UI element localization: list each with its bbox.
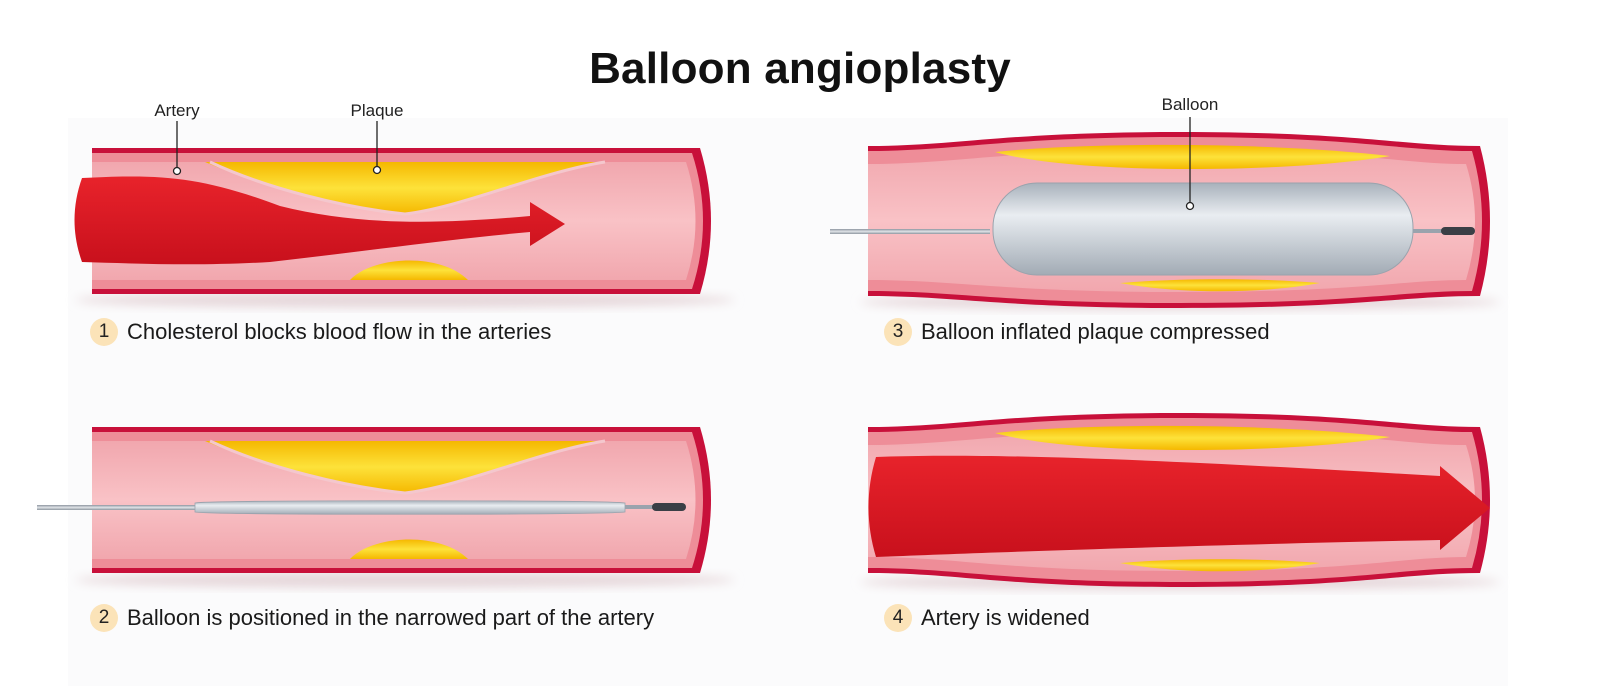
balloon-pointer [1185, 201, 1195, 211]
panel-2-plaque-bottom [350, 539, 468, 559]
panel-1-plaque-edge [209, 160, 606, 216]
balloon-label: Balloon [1162, 95, 1219, 114]
step-1: 1 Cholesterol blocks blood flow in the a… [90, 318, 551, 346]
artery-label: Artery [154, 101, 200, 120]
step-3-caption: Balloon inflated plaque compressed [921, 319, 1270, 344]
panel-2-artery [37, 427, 735, 588]
step-1-badge: 1 [90, 318, 118, 346]
panel-2-plaque-top [205, 441, 605, 493]
panel-2-catheter [37, 505, 197, 510]
step-4-badge: 4 [884, 604, 912, 632]
panel-2-catheter-tip [652, 503, 686, 511]
panel-2-artery-lumen [92, 441, 696, 559]
panel-3-catheter [830, 229, 990, 234]
panel-2-guidewire [625, 505, 655, 509]
panel-1-plaque-bottom [350, 260, 468, 280]
step-3-badge: 3 [884, 318, 912, 346]
panel-4-plaque-bottom [1120, 559, 1320, 572]
panel-4-blood-flow-arrow [868, 455, 1490, 557]
panel-4-plaque-top [995, 425, 1390, 450]
panel-1-blood-flow-arrow [74, 176, 565, 265]
panel-1-plaque-top [205, 162, 605, 214]
panel-3-catheter-tip [1441, 227, 1475, 235]
panel-3-artery: Balloon [830, 95, 1500, 310]
panel-2-shadow [75, 572, 735, 588]
panel-4-artery [860, 413, 1500, 590]
panel-2-deflated-balloon [194, 500, 626, 515]
step-4: 4 Artery is widened [884, 604, 1090, 632]
step-2: 2 Balloon is positioned in the narrowed … [90, 604, 654, 632]
step-1-caption: Cholesterol blocks blood flow in the art… [127, 319, 552, 344]
panel-3-plaque-bottom [1120, 279, 1320, 292]
plaque-pointer [372, 165, 382, 175]
panel-3-inflated-balloon [992, 182, 1414, 276]
panel-3-plaque-top [995, 144, 1390, 169]
panel-2-plaque-edge [209, 439, 606, 495]
plaque-label: Plaque [351, 101, 404, 120]
diagram-title: Balloon angioplasty [589, 44, 1011, 93]
step-4-caption: Artery is widened [921, 605, 1090, 630]
artery-pointer [172, 166, 182, 176]
panel-3-guidewire [1413, 229, 1443, 233]
panel-1-shadow [75, 292, 735, 308]
step-2-badge: 2 [90, 604, 118, 632]
step-3: 3 Balloon inflated plaque compressed [884, 318, 1270, 346]
step-2-caption: Balloon is positioned in the narrowed pa… [127, 605, 655, 630]
panel-1-artery: Artery Plaque [74, 101, 735, 308]
